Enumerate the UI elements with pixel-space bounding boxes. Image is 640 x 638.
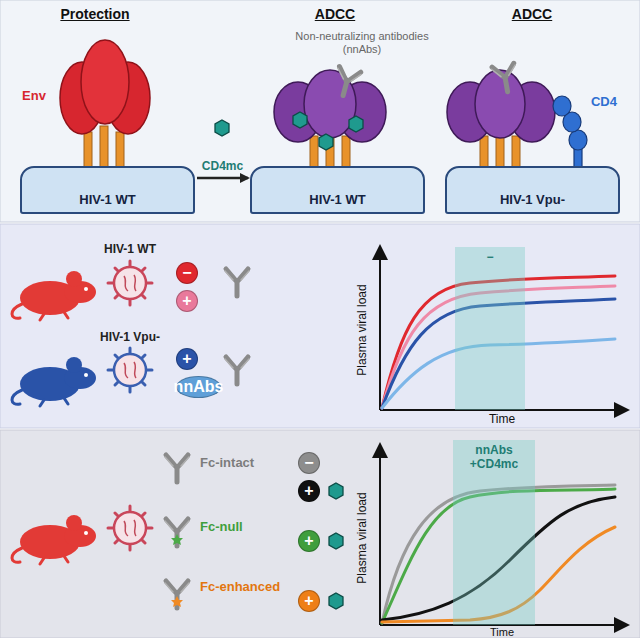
edge-label: CD4mc — [200, 159, 245, 173]
sign-circle: + — [298, 590, 320, 612]
panel-bottom — [0, 430, 640, 638]
antibody — [332, 66, 362, 98]
virus — [108, 348, 152, 392]
panel-middle — [0, 224, 640, 428]
membrane-box: HIV-1 WT — [20, 166, 195, 214]
sign-circle: + — [298, 480, 320, 502]
text-label: Time — [490, 626, 514, 638]
sign-circle: − — [176, 262, 198, 284]
antibody — [165, 519, 189, 546]
text-label: Protection — [60, 6, 129, 22]
node-text: HIV-1 WT — [309, 192, 365, 207]
text-label: Fc-null — [200, 519, 243, 534]
node-text: nnAbs +CD4mc — [453, 443, 535, 471]
node-text: + — [182, 351, 191, 367]
antibody — [165, 581, 189, 608]
node-text: + — [304, 533, 313, 549]
antibody — [225, 357, 249, 384]
membrane-box: HIV-1 WT — [250, 166, 425, 214]
text-label: Fc-intact — [200, 455, 254, 470]
membrane-box: HIV-1 Vpu- — [445, 166, 620, 214]
mouse — [12, 357, 96, 406]
node-text: nnAbs — [174, 379, 224, 395]
node-text: − — [486, 250, 493, 264]
env-trimer — [60, 40, 150, 168]
text-label: Non-neutralizing antibodies (nnAbs) — [287, 30, 437, 56]
mouse — [12, 515, 96, 564]
sign-circle: − — [298, 452, 320, 474]
cd4mc-icon — [293, 112, 307, 128]
node-text: HIV-1 WT — [79, 192, 135, 207]
antibody — [165, 455, 189, 482]
antibody — [225, 269, 249, 296]
cd4mc-icon — [329, 593, 343, 609]
node-text: + — [304, 593, 313, 609]
sign-circle: nnAbs — [176, 376, 221, 398]
axis-label: Plasma viral load — [355, 284, 369, 375]
fc-enhanced-mark — [171, 596, 183, 607]
text-label: CD4 — [591, 94, 617, 109]
node-text: + — [182, 293, 191, 309]
cd4mc-icon — [349, 116, 363, 132]
text-label: HIV-1 Vpu- — [100, 330, 160, 344]
cd4mc-icon — [329, 533, 343, 549]
text-label: HIV-1 WT — [104, 242, 156, 256]
text-label: Fc-enhanced — [200, 579, 280, 594]
virus — [108, 261, 152, 305]
sign-circle: + — [298, 530, 320, 552]
text-label: ADCC — [315, 6, 355, 22]
cd4-receptor — [553, 96, 587, 168]
env-open-trimer — [447, 70, 555, 168]
node-text: − — [304, 455, 313, 471]
cd4mc-icon — [319, 134, 333, 150]
treatment-window: nnAbs +CD4mc — [453, 440, 535, 625]
arrow-connector — [197, 177, 248, 180]
cd4mc-icon — [215, 120, 229, 136]
axes — [380, 248, 626, 625]
virus — [108, 506, 152, 550]
text-label: ADCC — [512, 6, 552, 22]
antibody — [491, 63, 519, 94]
env-open-trimer — [274, 70, 386, 168]
node-text: HIV-1 Vpu- — [500, 192, 565, 207]
fc-null-mark — [171, 534, 183, 545]
text-label: Time — [489, 412, 515, 426]
node-text: − — [182, 265, 191, 281]
treatment-window: − — [455, 247, 525, 410]
cd4mc-icon — [329, 483, 343, 499]
sign-circle: + — [176, 348, 198, 370]
text-label: Env — [22, 88, 46, 103]
axis-label: Plasma viral load — [355, 492, 369, 583]
panel-top — [0, 0, 640, 222]
sign-circle: + — [176, 290, 198, 312]
mouse — [12, 271, 96, 320]
node-text: + — [304, 483, 313, 499]
